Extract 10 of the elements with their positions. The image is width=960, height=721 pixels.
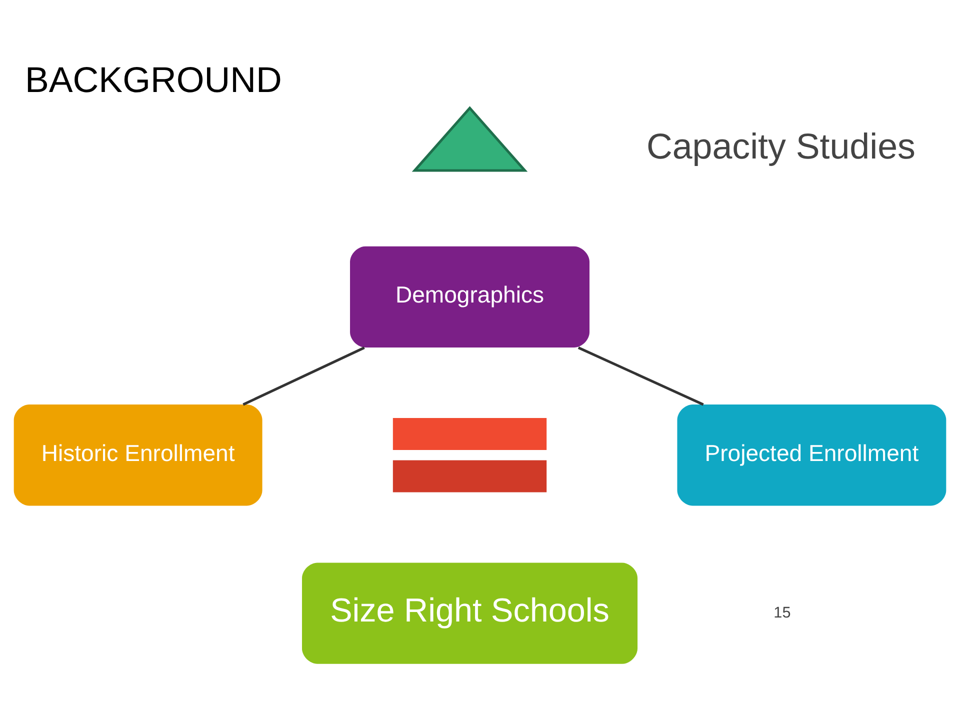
node-box: Demographics (350, 246, 590, 348)
label: 15 (774, 604, 791, 621)
node-box: Size Right Schools (302, 562, 638, 664)
connector (242, 346, 365, 406)
node-box: Historic Enrollment (14, 404, 262, 506)
connector (578, 346, 704, 406)
diagram-title: BACKGROUND (24, 59, 282, 100)
node-box: Projected Enrollment (677, 404, 946, 506)
node-triangle (412, 106, 528, 172)
label: Capacity Studies (646, 126, 916, 166)
